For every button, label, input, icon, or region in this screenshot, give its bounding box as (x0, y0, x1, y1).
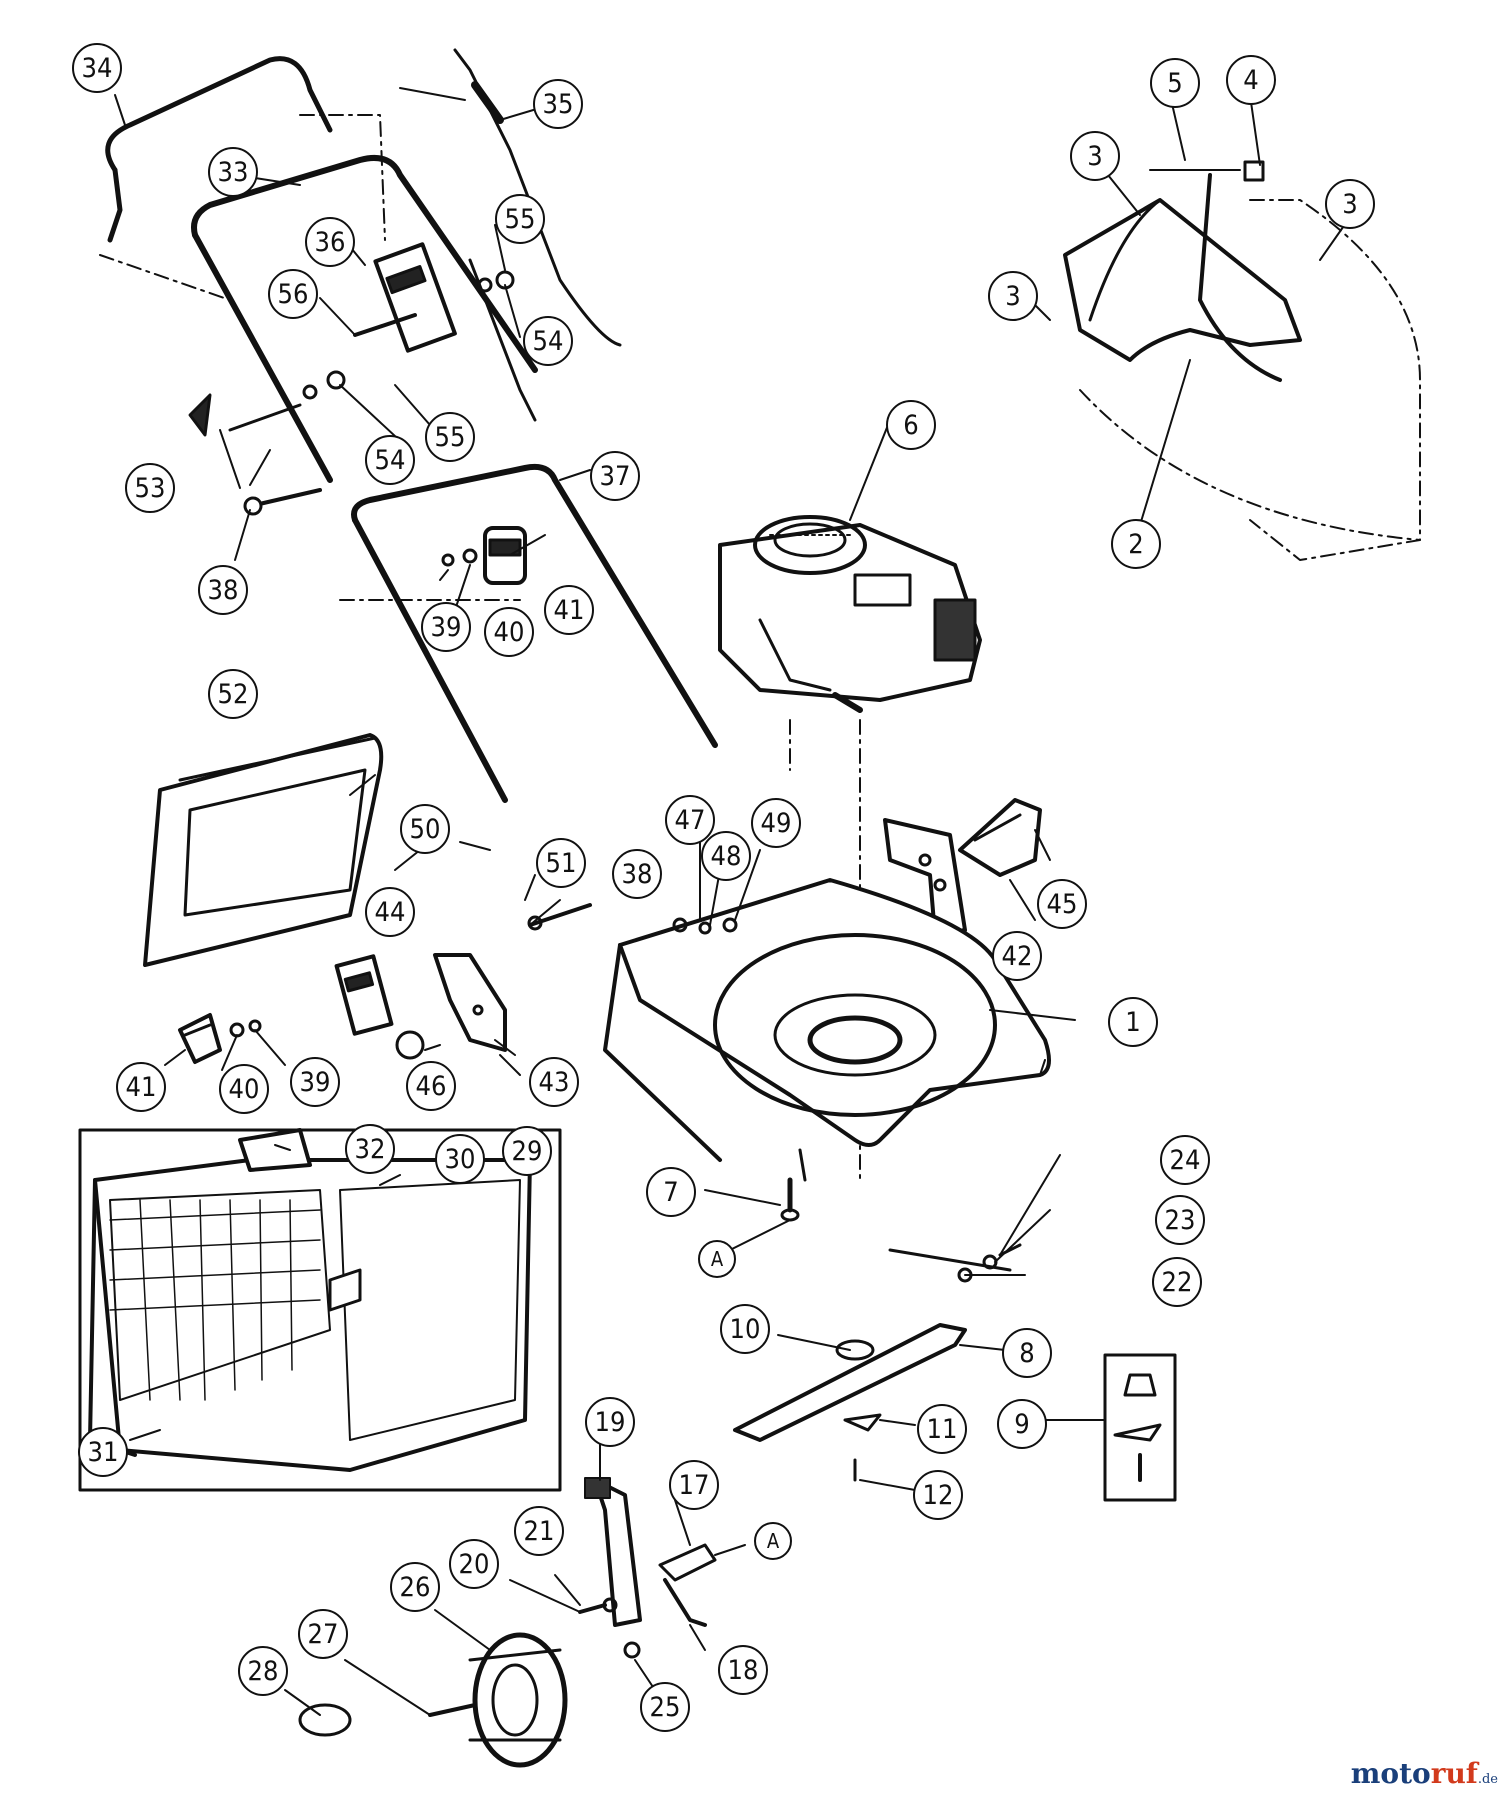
part-label-44: 44 (365, 887, 415, 937)
part-label-18: 18 (718, 1645, 768, 1695)
part-label-29: 29 (502, 1126, 552, 1176)
part-label-20: 20 (449, 1539, 499, 1589)
part-label-5: 5 (1150, 58, 1200, 108)
bracket-36 (373, 242, 457, 353)
handle-frame-33 (191, 114, 538, 483)
part-label-52: 52 (208, 669, 258, 719)
flap-52 (143, 733, 384, 967)
blade-kit-9 (1103, 1353, 1177, 1502)
part-label-47: 47 (665, 795, 715, 845)
watermark-part-1: moto (1350, 1757, 1431, 1790)
part-label-32: 32 (345, 1124, 395, 1174)
part-label-25: 25 (640, 1682, 690, 1732)
part-label-46: 46 (406, 1061, 456, 1111)
part-label-12: 12 (913, 1470, 963, 1520)
part-label-2: 2 (1111, 519, 1161, 569)
part-label-50: 50 (400, 804, 450, 854)
part-label-22: 22 (1152, 1257, 1202, 1307)
part-label-37: 37 (590, 451, 640, 501)
part-label-4: 4 (1226, 55, 1276, 105)
part-label-40-lower: 40 (219, 1064, 269, 1114)
part-label-8: 8 (1002, 1328, 1052, 1378)
part-label-3-left: 3 (988, 271, 1038, 321)
part-label-38-lower: 38 (612, 849, 662, 899)
part-label-56: 56 (268, 269, 318, 319)
wheel-26 (298, 1632, 568, 1768)
part-label-24: 24 (1160, 1135, 1210, 1185)
part-label-55-lower: 55 (425, 412, 475, 462)
part-label-51: 51 (536, 838, 586, 888)
guard-2 (1063, 160, 1421, 561)
deck-1 (603, 878, 1051, 1283)
part-label-38-upper: 38 (198, 565, 248, 615)
part-label-34: 34 (72, 43, 122, 93)
part-label-19: 19 (585, 1397, 635, 1447)
watermark-suffix: .de (1477, 1772, 1498, 1787)
part-label-54-upper: 54 (523, 316, 573, 366)
part-label-42: 42 (992, 931, 1042, 981)
ref-label-a-deck: A (698, 1240, 736, 1278)
part-label-39-upper: 39 (421, 602, 471, 652)
hinge-brackets-43-44 (334, 903, 592, 1060)
knob-41-lower (178, 1013, 262, 1064)
part-label-3-top: 3 (1070, 131, 1120, 181)
part-label-40-upper: 40 (484, 607, 534, 657)
ref-label-a-bracket: A (754, 1522, 792, 1560)
part-label-30: 30 (435, 1134, 485, 1184)
part-label-31: 31 (78, 1427, 128, 1477)
part-label-55-upper: 55 (495, 194, 545, 244)
part-label-36: 36 (305, 217, 355, 267)
part-label-53: 53 (125, 463, 175, 513)
part-label-48: 48 (701, 831, 751, 881)
part-label-54-lower: 54 (365, 435, 415, 485)
upper-handle-34 (99, 56, 333, 301)
blade-8 (733, 1323, 967, 1482)
watermark-part-2: ruf (1430, 1757, 1478, 1790)
part-label-27: 27 (298, 1609, 348, 1659)
part-label-41-upper: 41 (544, 585, 594, 635)
part-label-10: 10 (720, 1304, 770, 1354)
part-label-28: 28 (238, 1646, 288, 1696)
part-label-1: 1 (1108, 997, 1158, 1047)
part-label-21: 21 (514, 1506, 564, 1556)
part-label-23: 23 (1155, 1195, 1205, 1245)
part-label-17: 17 (669, 1460, 719, 1510)
part-label-35: 35 (533, 79, 583, 129)
grass-bag-29 (78, 1128, 562, 1492)
wheel-bracket-17-21 (578, 1477, 717, 1659)
part-label-39-lower: 39 (290, 1057, 340, 1107)
part-label-7: 7 (646, 1167, 696, 1217)
part-label-9: 9 (997, 1399, 1047, 1449)
fasteners-handle (188, 270, 515, 516)
part-label-3-right: 3 (1325, 179, 1375, 229)
part-label-41-lower: 41 (116, 1062, 166, 1112)
part-label-26: 26 (390, 1562, 440, 1612)
part-label-6: 6 (886, 400, 936, 450)
part-label-49: 49 (751, 798, 801, 848)
part-label-43: 43 (529, 1057, 579, 1107)
cable-35 (453, 48, 622, 422)
site-watermark: motoruf.de (1351, 1757, 1498, 1790)
part-label-33: 33 (208, 147, 258, 197)
part-label-45: 45 (1037, 879, 1087, 929)
part-label-11: 11 (917, 1404, 967, 1454)
lower-handle-37 (339, 463, 718, 803)
knob-41-upper (441, 526, 527, 585)
